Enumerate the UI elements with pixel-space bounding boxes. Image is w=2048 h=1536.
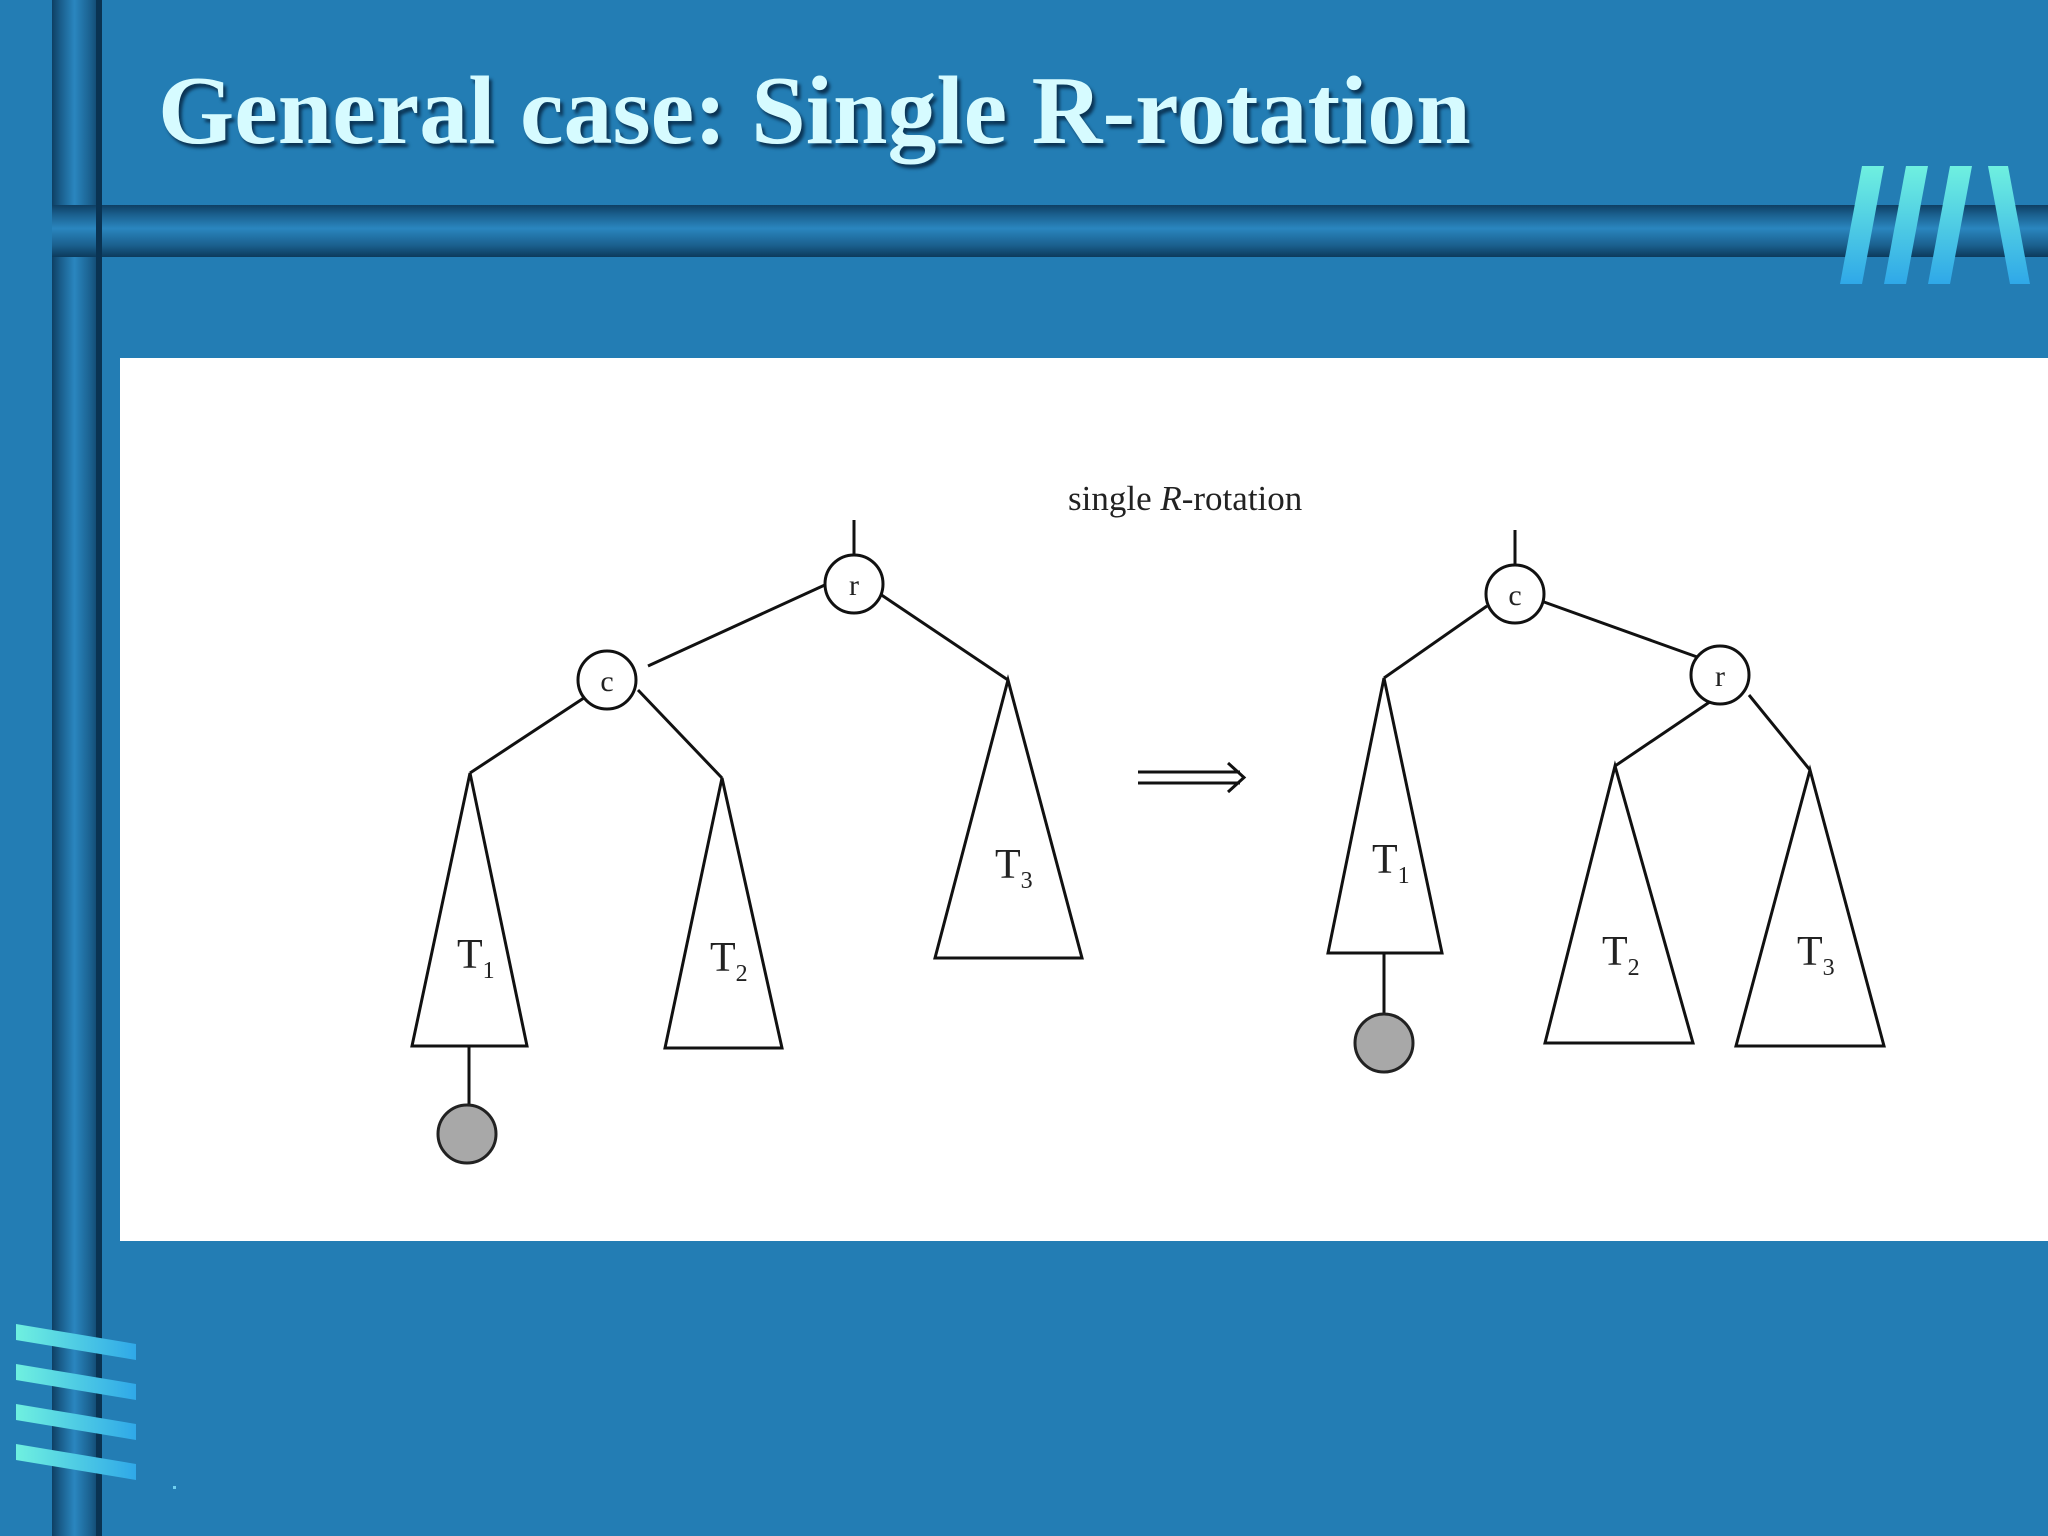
subtree-label-after-t3: T3 (1797, 929, 1835, 981)
left-frame-edge (96, 0, 102, 1536)
inserted-node-after (1353, 1012, 1415, 1074)
svg-text:c: c (600, 665, 613, 698)
corner-stripes-icon (16, 1324, 136, 1480)
tree-before (410, 520, 1084, 1110)
node-r-before: r (823, 553, 885, 615)
logo-stripes-icon (1840, 166, 2030, 284)
subtree-label-before-t2: T2 (710, 935, 748, 987)
node-r-after: r (1689, 644, 1751, 706)
node-c-after: c (1484, 563, 1546, 625)
subtree-label-after-t2: T2 (1602, 929, 1640, 981)
svg-text:r: r (849, 569, 859, 602)
node-c-before: c (576, 649, 638, 711)
tree-after (1326, 530, 1886, 1048)
slide-title: General case: Single R-rotation (158, 57, 1471, 165)
subtree-label-after-t1: T1 (1372, 837, 1410, 889)
subtree-label-before-t1: T1 (457, 932, 495, 984)
diagram-panel: single R-rotation r c T1 T2 T3 (120, 358, 2048, 1241)
rotation-diagram: single R-rotation r c T1 T2 T3 (410, 479, 1886, 1165)
svg-text:r: r (1715, 660, 1725, 693)
double-arrow-icon (1138, 761, 1247, 794)
inserted-node-before (436, 1103, 498, 1165)
svg-text:c: c (1508, 579, 1521, 612)
diagram-caption: single R-rotation (1068, 479, 1302, 518)
title-divider-bar (52, 205, 2048, 257)
subtree-label-before-t3: T3 (995, 842, 1033, 894)
decorative-dot (173, 1486, 176, 1489)
